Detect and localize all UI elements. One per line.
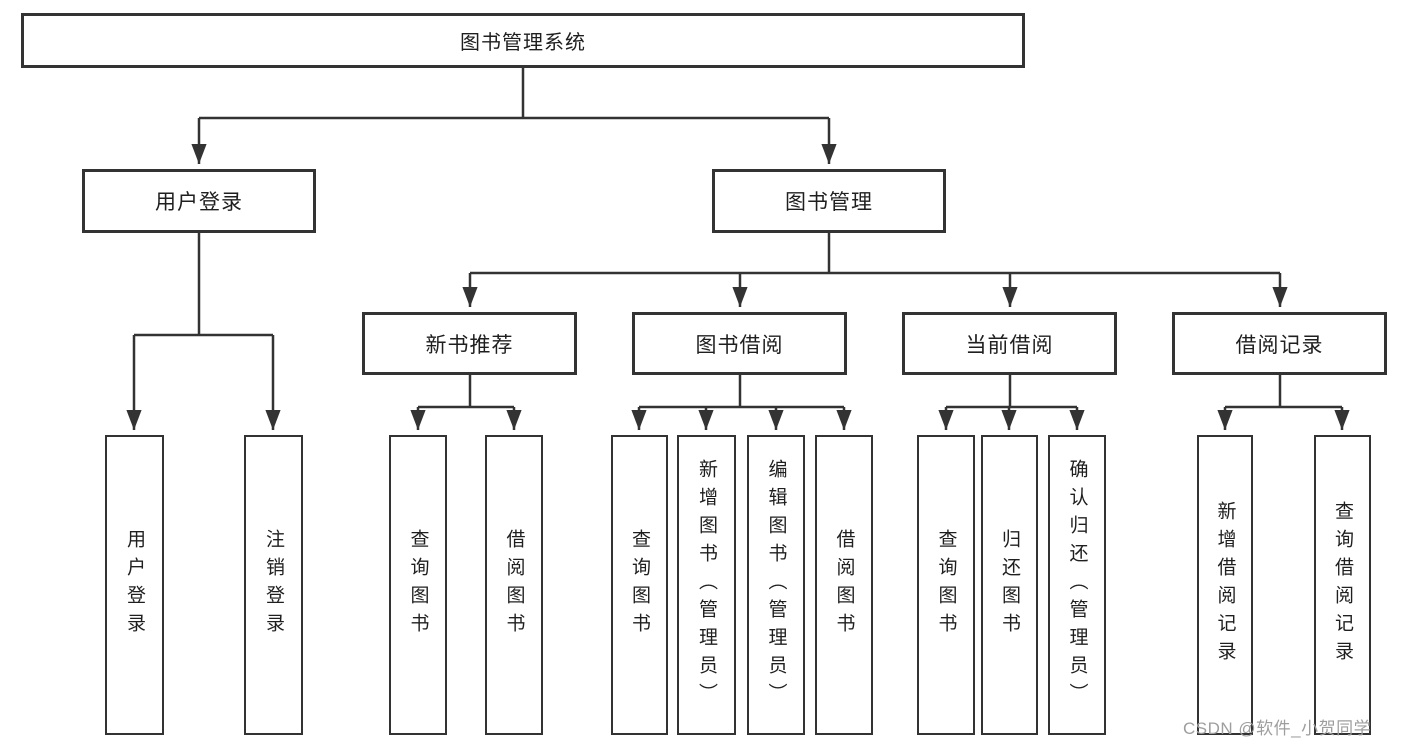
node-label: 图书管理 [785,191,873,214]
csdn-watermark: CSDN @软件_小贺同学 [1183,719,1372,738]
node-book-borrow: 图书借阅 [632,312,847,375]
node-library-management-system: 图书管理系统 [21,13,1025,68]
leaf-query-books-recommend: 查询图书 [389,435,447,735]
leaf-query-borrow-record: 查询借阅记录 [1314,435,1371,735]
leaf-logout: 注销登录 [244,435,303,735]
leaf-add-books-admin: 新增图书（管理员） [677,435,736,735]
leaf-label: 查询图书 [629,529,650,641]
leaf-label: 借阅图书 [503,529,525,641]
leaf-confirm-return-admin: 确认归还（管理员） [1048,435,1106,735]
leaf-label: 新增借阅记录 [1214,501,1236,669]
leaf-edit-books-admin: 编辑图书（管理员） [747,435,805,735]
leaf-label: 查询图书 [407,529,429,641]
leaf-label: 归还图书 [999,529,1020,641]
leaf-label: 新增图书（管理员） [696,459,717,711]
node-book-management: 图书管理 [712,169,946,233]
node-label: 图书借阅 [695,333,784,357]
leaf-user-login: 用户登录 [105,435,164,735]
node-label: 用户登录 [155,191,243,214]
node-borrow-records: 借阅记录 [1172,312,1387,375]
node-user-login: 用户登录 [82,169,316,233]
leaf-query-books-borrow: 查询图书 [611,435,668,735]
leaf-label: 借阅图书 [833,529,855,641]
node-label: 当前借阅 [965,333,1054,357]
node-new-book-recommend: 新书推荐 [362,312,577,375]
leaf-return-books: 归还图书 [981,435,1038,735]
leaf-add-borrow-record: 新增借阅记录 [1197,435,1253,735]
leaf-label: 确认归还（管理员） [1066,459,1088,711]
node-label: 新书推荐 [425,333,514,357]
leaf-label: 用户登录 [124,529,145,641]
leaf-label: 注销登录 [263,529,284,641]
leaf-borrow-books-recommend: 借阅图书 [485,435,543,735]
leaf-label: 查询图书 [935,529,957,641]
node-label: 借阅记录 [1235,333,1324,357]
node-label: 图书管理系统 [460,32,586,54]
leaf-borrow-books: 借阅图书 [815,435,873,735]
leaf-query-books-current: 查询图书 [917,435,975,735]
leaf-label: 编辑图书（管理员） [765,459,787,711]
leaf-label: 查询借阅记录 [1332,501,1353,669]
node-current-borrow: 当前借阅 [902,312,1117,375]
